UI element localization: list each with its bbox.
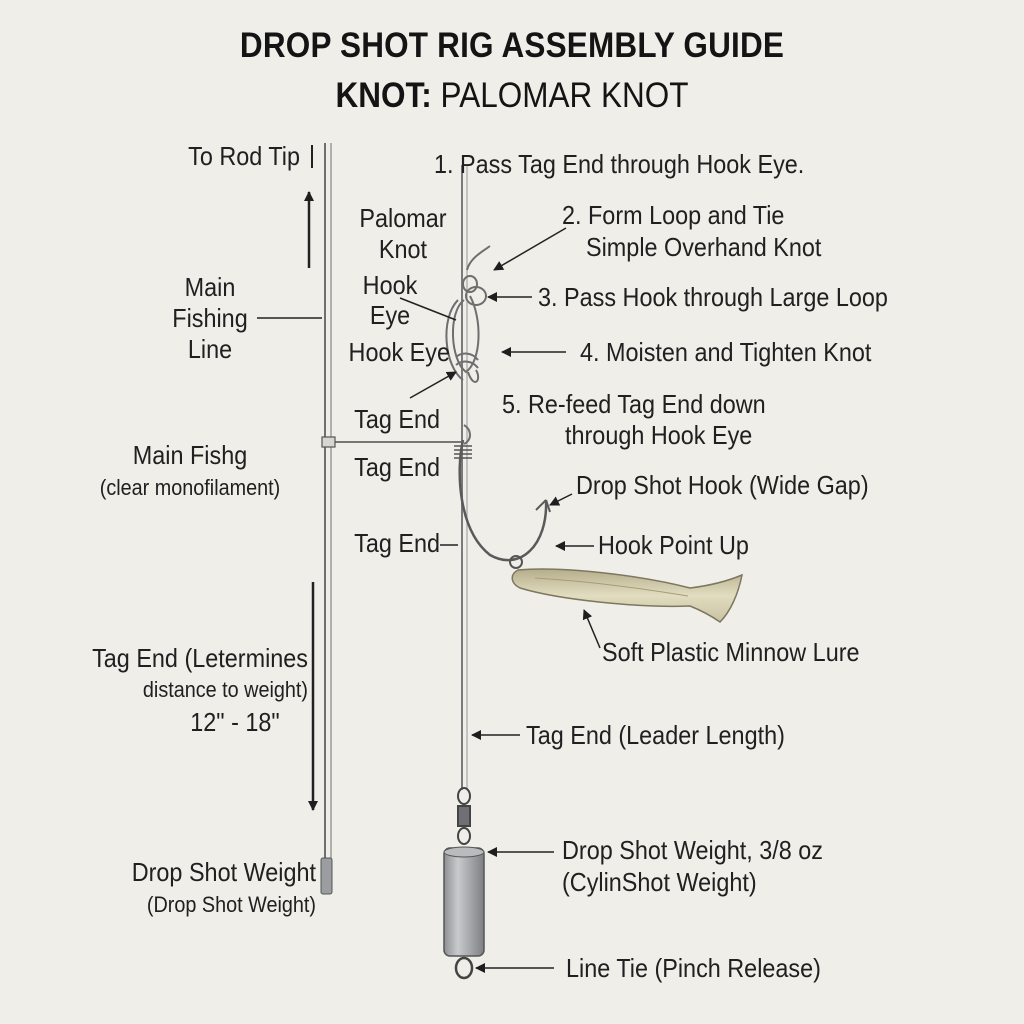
drop-shot-hook xyxy=(458,439,551,562)
pointer-arrows xyxy=(399,227,601,973)
left-weight-icon xyxy=(320,857,333,895)
tag-end-determines-label: Tag End (Letermines xyxy=(92,643,308,673)
tag-end-label-3: Tag End xyxy=(354,528,440,558)
main-fishing-line xyxy=(324,143,332,870)
leader-length-label: Tag End (Leader Length) xyxy=(526,720,785,750)
weight-cap xyxy=(443,846,485,858)
page-title: DROP SHOT RIG ASSEMBLY GUIDE xyxy=(239,26,785,65)
hook-eye-label-1: Hook xyxy=(362,270,418,300)
drop-shot-weight xyxy=(443,847,485,957)
knot-name: PALOMAR KNOT xyxy=(440,76,689,115)
swivel xyxy=(457,787,471,845)
line-tie-label: Line Tie (Pinch Release) xyxy=(566,953,821,983)
clear-mono-label: (clear monofilament) xyxy=(99,475,281,500)
palomar-knot-label-2: Knot xyxy=(378,234,428,264)
step-1-label: 1. Pass Tag End through Hook Eye. xyxy=(434,149,805,179)
page-subtitle: KNOT: PALOMAR KNOT xyxy=(51,76,973,116)
tag-end-label-2: Tag End xyxy=(354,452,440,482)
to-rod-tip-label: To Rod Tip xyxy=(188,141,300,171)
step-4-label: 4. Moisten and Tighten Knot xyxy=(580,337,872,367)
weight-label-line-2: (CylinShot Weight) xyxy=(562,867,757,897)
palomar-knot xyxy=(445,245,491,445)
tag-end-range-label: 12" - 18" xyxy=(190,707,280,737)
step-2-label-line-1: 2. Form Loop and Tie xyxy=(562,200,785,230)
hook-eye-label-2: Eye xyxy=(369,300,411,330)
hook-eye-ring xyxy=(509,555,523,569)
leader-line xyxy=(461,165,468,790)
soft-plastic-lure xyxy=(511,568,744,623)
hook-point-label: Hook Point Up xyxy=(598,530,749,560)
palomar-knot-label-1: Palomar xyxy=(359,203,447,233)
hook-label: Drop Shot Hook (Wide Gap) xyxy=(576,470,869,500)
left-weight-subtitle: (Drop Shot Weight) xyxy=(146,892,316,917)
line-tie-eye xyxy=(454,956,474,980)
main-line-label-3: Line xyxy=(187,334,233,364)
lure-label: Soft Plastic Minnow Lure xyxy=(602,637,860,667)
tag-end-label-1: Tag End xyxy=(354,404,440,434)
step-3-label: 3. Pass Hook through Large Loop xyxy=(538,282,888,312)
step-5-label-line-2: through Hook Eye xyxy=(565,420,753,450)
step-5-label-line-1: 5. Re-feed Tag End down xyxy=(502,389,766,419)
weight-label-line-1: Drop Shot Weight, 3/8 oz xyxy=(562,835,824,865)
distance-to-weight-label: distance to weight) xyxy=(142,677,308,702)
main-line-label-1: Main xyxy=(184,272,236,302)
hook-eye-label-3: Hook Eye xyxy=(348,337,450,367)
connector-knot xyxy=(321,436,336,448)
main-fishg-label: Main Fishg xyxy=(132,440,248,470)
main-line-label-2: Fishing xyxy=(172,303,248,333)
left-weight-title: Drop Shot Weight xyxy=(131,857,316,887)
knot-prefix: KNOT: xyxy=(335,76,432,115)
step-2-label-line-2: Simple Overhand Knot xyxy=(586,232,822,262)
